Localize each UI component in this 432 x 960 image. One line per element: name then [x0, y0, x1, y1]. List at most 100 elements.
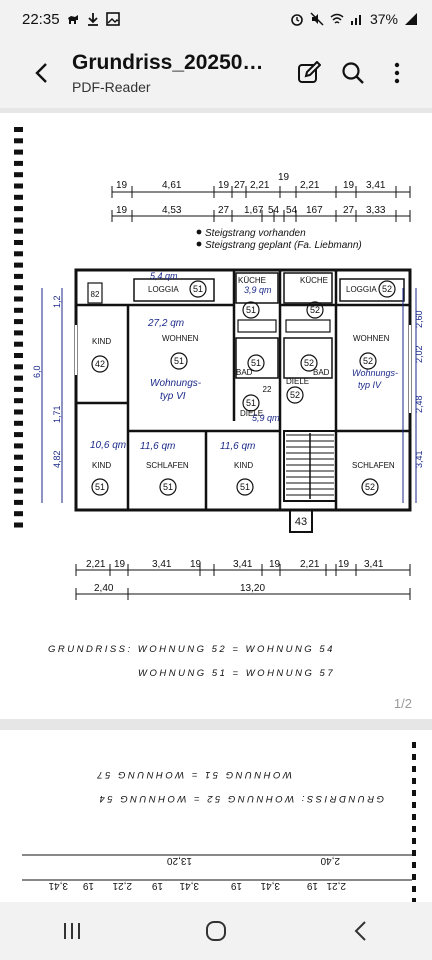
- binding-mark: [14, 240, 23, 245]
- more-vertical-icon: [394, 62, 400, 84]
- side-right-3: 3,41: [414, 450, 424, 468]
- wifi-icon: [330, 13, 344, 24]
- dim-bot1-3: 19: [190, 559, 202, 570]
- binding-mark: [412, 826, 416, 832]
- dim-top2-1: 4,53: [162, 205, 182, 216]
- page2-drawing: WOHNUNG 51 = WOHNUNG 57 GRUNDRISS: WOHNU…: [22, 742, 416, 902]
- room-diele-left: DIELE: [240, 409, 263, 418]
- search-button[interactable]: [338, 58, 368, 88]
- note-area-wohnen: 27,2 qm: [147, 318, 184, 329]
- binding-mark: [412, 754, 416, 760]
- recent-apps-button[interactable]: [42, 911, 102, 951]
- binding-mark: [412, 814, 416, 820]
- note-area-kind2: 11,6 qm: [220, 441, 255, 452]
- binding-mark: [14, 138, 23, 144]
- p2-dim-0: 2,40: [320, 855, 340, 866]
- dim-top2-5: 54: [286, 205, 298, 216]
- home-icon: [206, 921, 226, 941]
- dim-top1-3: 27: [234, 180, 246, 191]
- binding-mark: [14, 228, 23, 234]
- p2-dim-1: 13,20: [167, 855, 192, 866]
- binding-mark: [14, 296, 23, 302]
- binding-mark: [412, 862, 416, 868]
- dim-top2-6: 167: [306, 205, 323, 216]
- dim-bot1-2: 3,41: [152, 559, 172, 570]
- dim-bot1-4: 3,41: [233, 559, 253, 570]
- more-options-button[interactable]: [382, 58, 412, 88]
- dim-top1-7: 19: [343, 180, 355, 191]
- binding-mark: [14, 183, 23, 189]
- binding-mark: [14, 420, 23, 426]
- num-52-a: 52: [382, 284, 392, 294]
- pdf-page-2[interactable]: WOHNUNG 51 = WOHNUNG 57 GRUNDRISS: WOHNU…: [0, 730, 432, 902]
- binding-mark: [14, 319, 23, 325]
- back-arrow-icon: [35, 63, 47, 83]
- room-kueche-right: KÜCHE: [300, 276, 328, 285]
- num-52-c: 52: [363, 356, 373, 366]
- binding-mark: [14, 466, 23, 471]
- binding-mark: [14, 273, 23, 279]
- num-42: 42: [95, 359, 105, 369]
- binding-mark: [14, 172, 23, 178]
- nav-back-button[interactable]: [330, 911, 390, 951]
- note-area-diele: 5,9 qm: [252, 413, 280, 423]
- pdf-page-1[interactable]: 19 4,61 19 27 2,21 19 2,21 19 3,41 19 4,…: [0, 113, 432, 719]
- pdf-viewer[interactable]: 19 4,61 19 27 2,21 19 2,21 19 3,41 19 4,…: [0, 108, 432, 902]
- num-82: 82: [91, 290, 100, 299]
- mute-icon: [310, 12, 324, 26]
- note-area-kueche: 3,9 qm: [244, 285, 272, 295]
- binding-mark: [14, 341, 23, 347]
- room-bad-right: BAD: [313, 368, 330, 377]
- side-left-1: 4,82: [52, 450, 62, 468]
- num-51-e: 51: [163, 482, 173, 492]
- binding-mark: [14, 194, 23, 200]
- recent-apps-icon: [64, 923, 80, 939]
- binding-mark: [412, 766, 416, 772]
- system-nav-bar: [0, 902, 432, 960]
- dim-bot1-5: 19: [269, 559, 281, 570]
- note-typ-right-1: Wohnungs-: [352, 368, 398, 378]
- binding-mark: [14, 330, 23, 336]
- edit-button[interactable]: [294, 58, 324, 88]
- num-22: 22: [263, 385, 272, 394]
- num-51-g: 51: [251, 358, 261, 368]
- dim-top1-4: 2,21: [250, 180, 270, 191]
- num-43: 43: [295, 516, 307, 528]
- dim-top1-5: 19: [278, 172, 290, 183]
- p2-dim-r7: 19: [306, 880, 318, 891]
- binding-mark: [14, 285, 23, 291]
- dim-bot1-7: 19: [338, 559, 350, 570]
- side-right-2: 2,48: [414, 395, 424, 413]
- dim-top1-6: 2,21: [300, 180, 320, 191]
- legend-2: Steigstrang geplant (Fa. Liebmann): [205, 240, 362, 251]
- note-area-schlafen: 11,6 qm: [140, 441, 175, 452]
- home-button[interactable]: [186, 911, 246, 951]
- side-right-0: 2,60: [414, 310, 424, 328]
- page-indicator: 1/2: [393, 696, 412, 711]
- binding-mark: [14, 127, 23, 132]
- p2-dim-r6: 3,41: [260, 880, 280, 891]
- app-header: Grundriss_20250… PDF-Reader: [0, 38, 432, 108]
- binding-mark: [14, 251, 23, 257]
- p2-dim-r0: 3,41: [48, 880, 68, 891]
- binding-mark: [14, 522, 23, 528]
- title-block: Grundriss_20250… PDF-Reader: [72, 51, 282, 95]
- battery-percent: 37%: [369, 11, 398, 27]
- num-51-b: 51: [246, 305, 256, 315]
- dim-bot2-0: 2,40: [94, 583, 114, 594]
- p2-dim-r2: 2,21: [112, 880, 132, 891]
- binding-mark: [14, 477, 23, 483]
- num-52-b: 52: [310, 305, 320, 315]
- dim-bot1-0: 2,21: [86, 559, 106, 570]
- floor-plan-drawing: 19 4,61 19 27 2,21 19 2,21 19 3,41 19 4,…: [14, 127, 424, 679]
- num-51-a: 51: [193, 284, 203, 294]
- num-52-d: 52: [365, 482, 375, 492]
- binding-mark: [14, 262, 23, 268]
- back-button[interactable]: [22, 53, 62, 93]
- room-loggia-left: LOGGIA: [148, 285, 179, 294]
- room-kind-1: KIND: [92, 337, 111, 346]
- binding-mark: [14, 149, 23, 155]
- binding-marks: [14, 127, 23, 528]
- room-kueche-left: KÜCHE: [238, 276, 266, 285]
- dim-top2-2: 27: [218, 205, 230, 216]
